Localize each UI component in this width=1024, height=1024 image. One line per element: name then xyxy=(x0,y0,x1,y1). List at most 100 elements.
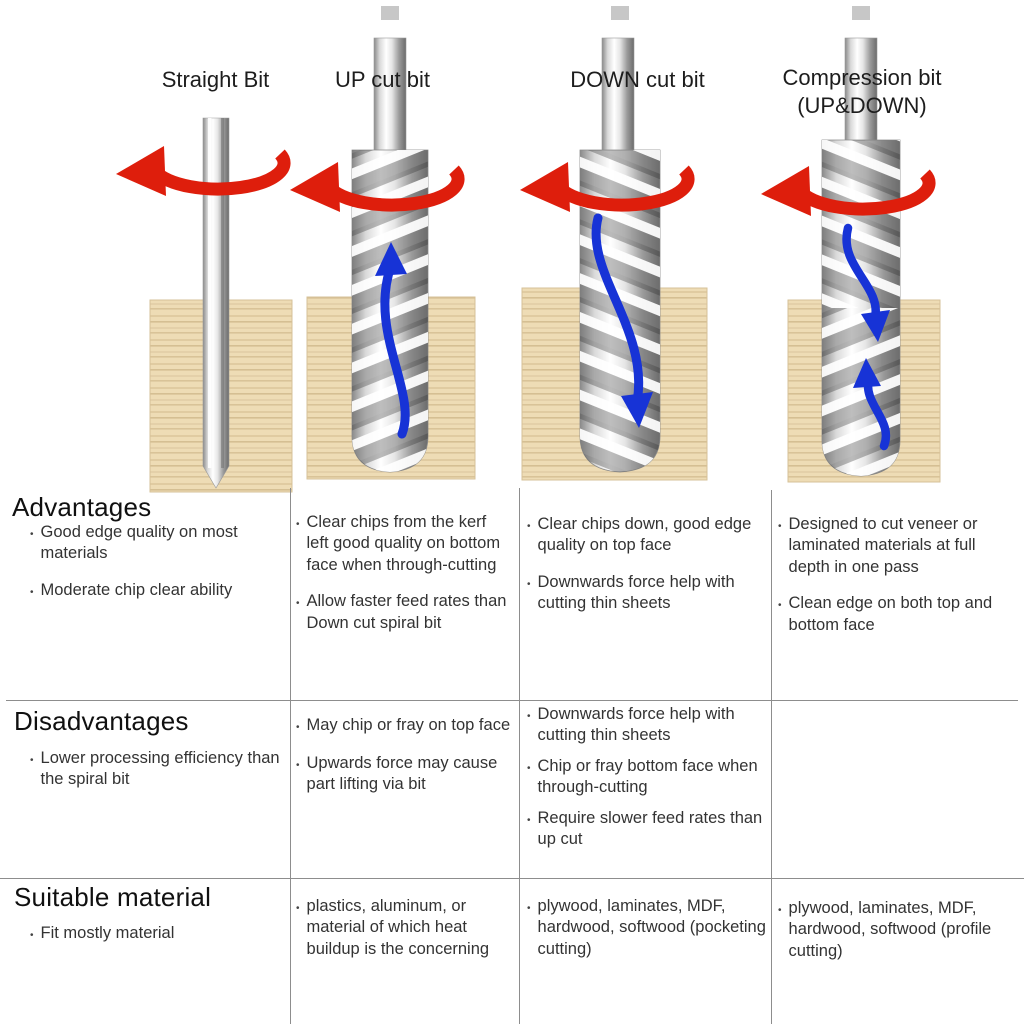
compression-title-line1: Compression bit xyxy=(782,65,942,90)
bullet-text: Downwards force help with cutting thin s… xyxy=(537,705,735,745)
bit-shank xyxy=(844,37,878,144)
chip-flow-down-arrow-icon xyxy=(842,223,890,342)
bullet-text: Downwards force help with cutting thin s… xyxy=(537,572,735,613)
bullet-icon xyxy=(296,591,300,634)
bullet-icon xyxy=(778,514,782,578)
bullet-text: Moderate chip clear ability xyxy=(40,580,233,599)
bullet-icon xyxy=(30,923,34,946)
bullet-text: plywood, laminates, MDF, hardwood, softw… xyxy=(788,899,992,960)
bullet-icon xyxy=(296,753,300,796)
bullet-icon xyxy=(778,898,782,962)
bullet-icon xyxy=(527,572,531,615)
bullet-icon xyxy=(527,514,531,557)
bullet-item: Fit mostly material xyxy=(30,923,282,946)
bullet-item: Moderate chip clear ability xyxy=(30,580,282,603)
suitable-cell-straight-bit: Fit mostly material xyxy=(30,923,282,946)
compression-title-line2: (UP&DOWN) xyxy=(797,92,927,118)
bullet-icon xyxy=(296,512,300,576)
bullet-text: plywood, laminates, MDF, hardwood, softw… xyxy=(537,897,766,958)
bullet-item: Downwards force help with cutting thin s… xyxy=(527,572,765,615)
bullet-text: Chip or fray bottom face when through-cu… xyxy=(537,756,758,797)
column-divider xyxy=(771,490,772,1024)
shank-top-nub xyxy=(611,6,629,20)
disadvantages-cell-straight-bit: Lower processing efficiency than the spi… xyxy=(30,748,286,791)
advantages-cell-down-cut: Clear chips down, good edge quality on t… xyxy=(527,514,765,615)
disadvantages-cell-up-cut: May chip or fray on top face Upwards for… xyxy=(296,715,512,796)
bullet-icon xyxy=(778,593,782,636)
bullet-text: Designed to cut veneer or laminated mate… xyxy=(788,515,978,576)
disadvantages-cell-down-cut: Downwards force help with cutting thin s… xyxy=(527,704,767,851)
column-title-straight-bit: Straight Bit xyxy=(161,67,270,92)
suitable-cell-up-cut: plastics, aluminum, or material of which… xyxy=(296,896,508,960)
row-divider xyxy=(0,878,1024,879)
suitable-cell-down-cut: plywood, laminates, MDF, hardwood, softw… xyxy=(527,896,769,960)
down-cut-bit-figure xyxy=(520,37,708,481)
advantages-cell-compression: Designed to cut veneer or laminated mate… xyxy=(778,514,1018,636)
bullet-text: Require slower feed rates than up cut xyxy=(537,808,763,849)
bullet-icon xyxy=(527,704,531,747)
bullet-icon xyxy=(527,808,531,851)
advantages-cell-up-cut: Clear chips from the kerf left good qual… xyxy=(296,512,512,634)
column-title-compression-bit: Compression bit (UP&DOWN) xyxy=(756,64,968,119)
bullet-icon xyxy=(527,756,531,799)
bullet-text: Allow faster feed rates than Down cut sp… xyxy=(306,592,507,632)
bits-illustration xyxy=(0,6,941,493)
bullet-item: Clear chips down, good edge quality on t… xyxy=(527,514,765,557)
column-divider xyxy=(290,488,291,1024)
compression-bit-figure xyxy=(761,37,941,483)
bullet-item: Require slower feed rates than up cut xyxy=(527,808,767,851)
bullet-text: Good edge quality on most materials xyxy=(40,523,238,563)
bullet-text: Clear chips down, good edge quality on t… xyxy=(537,515,752,555)
section-label-advantages: Advantages xyxy=(12,492,152,522)
bullet-item: Clear chips from the kerf left good qual… xyxy=(296,512,512,576)
bullet-item: Designed to cut veneer or laminated mate… xyxy=(778,514,1018,578)
bit-shank xyxy=(373,37,407,154)
shank-top-nub xyxy=(852,6,870,20)
bit-flute-line xyxy=(221,118,224,468)
advantages-cell-straight-bit: Good edge quality on most materials Mode… xyxy=(30,522,282,603)
bullet-text: Upwards force may cause part lifting via… xyxy=(306,754,498,794)
up-cut-flutes xyxy=(352,150,428,472)
chip-flow-up-arrow-icon xyxy=(375,242,410,439)
bullet-icon xyxy=(296,715,300,738)
bullet-item: Clean edge on both top and bottom face xyxy=(778,593,1018,636)
bullet-item: Allow faster feed rates than Down cut sp… xyxy=(296,591,512,634)
up-cut-bit-figure xyxy=(290,37,476,480)
bullet-text: Clear chips from the kerf left good qual… xyxy=(306,513,501,574)
straight-bit-figure xyxy=(116,117,293,493)
bullet-item: Lower processing efficiency than the spi… xyxy=(30,748,286,791)
compression-flutes xyxy=(822,140,900,476)
bullet-text: Fit mostly material xyxy=(40,924,175,942)
bullet-item: plywood, laminates, MDF, hardwood, softw… xyxy=(778,898,1020,962)
bullet-icon xyxy=(30,522,34,565)
bullet-item: Good edge quality on most materials xyxy=(30,522,282,565)
bullet-item: May chip or fray on top face xyxy=(296,715,512,738)
bullet-item: Upwards force may cause part lifting via… xyxy=(296,753,512,796)
shank-top-nub xyxy=(381,6,399,20)
column-title-up-cut-bit: UP cut bit xyxy=(335,67,430,92)
bullet-icon xyxy=(30,748,34,791)
chip-flow-up-arrow-icon xyxy=(853,358,891,451)
section-label-suitable-material: Suitable material xyxy=(14,882,212,912)
rotation-arrow-icon xyxy=(116,146,284,196)
bullet-item: Downwards force help with cutting thin s… xyxy=(527,704,767,747)
column-title-down-cut-bit: DOWN cut bit xyxy=(570,67,705,92)
bullet-item: Chip or fray bottom face when through-cu… xyxy=(527,756,767,799)
chip-flow-down-arrow-icon xyxy=(591,213,653,428)
bullet-text: Clean edge on both top and bottom face xyxy=(788,594,993,634)
bit-highlight xyxy=(208,118,212,468)
column-divider xyxy=(519,488,520,1024)
bullet-icon xyxy=(527,896,531,960)
straight-bit xyxy=(202,117,230,489)
suitable-cell-compression: plywood, laminates, MDF, hardwood, softw… xyxy=(778,898,1020,962)
bullet-icon xyxy=(30,580,34,603)
bit-shank xyxy=(601,37,635,154)
bullet-text: May chip or fray on top face xyxy=(306,716,511,734)
section-label-disadvantages: Disadvantages xyxy=(14,706,189,736)
row-divider xyxy=(6,700,1018,701)
bullet-icon xyxy=(296,896,300,960)
bullet-text: plastics, aluminum, or material of which… xyxy=(306,897,490,958)
bullet-item: plastics, aluminum, or material of which… xyxy=(296,896,508,960)
bullet-text: Lower processing efficiency than the spi… xyxy=(40,749,280,789)
